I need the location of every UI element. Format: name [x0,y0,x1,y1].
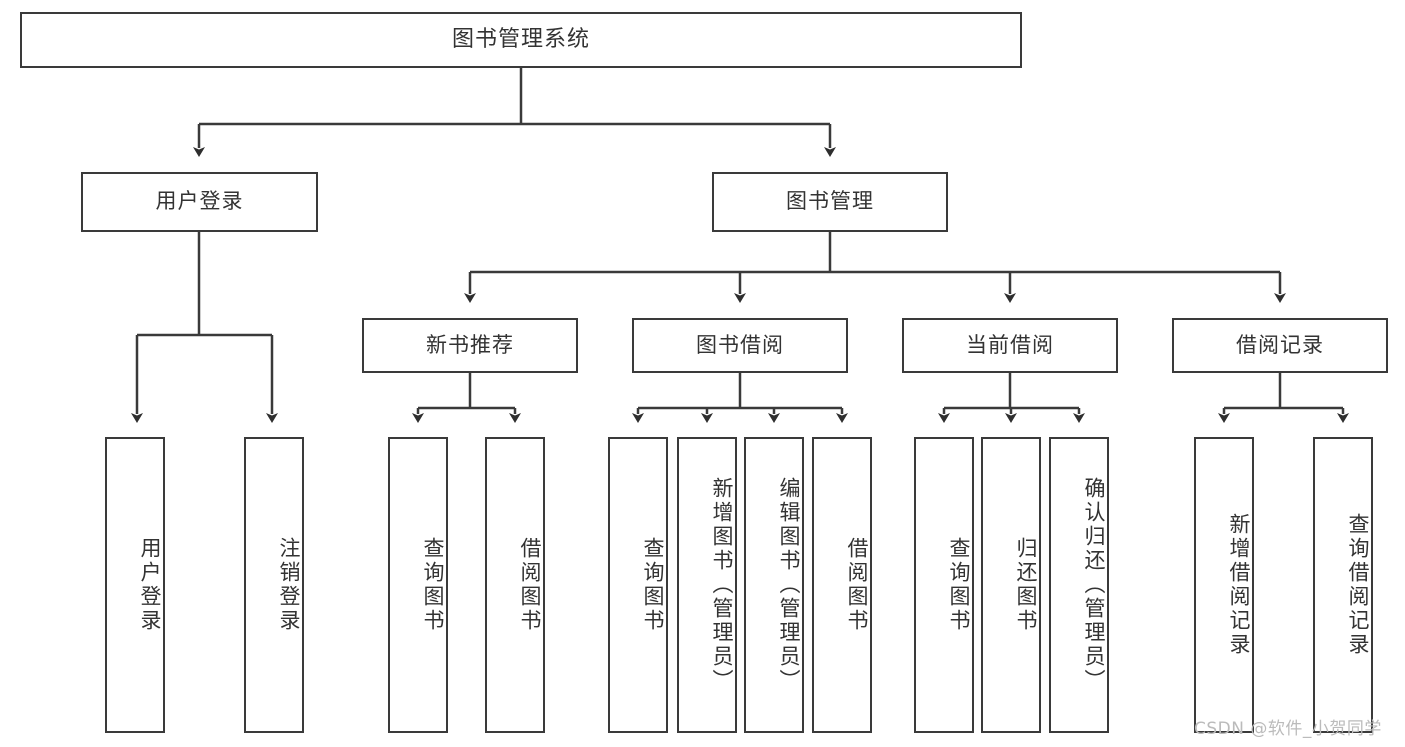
node-leaf-user-login[interactable]: 用户登录 [105,437,165,733]
node-leaf-query-book-2-label: 查询图书 [641,537,665,633]
node-leaf-borrow-book-2[interactable]: 借阅图书 [812,437,872,733]
node-leaf-edit-book[interactable]: 编辑图书（管理员） [744,437,804,733]
node-user-login-label: 用户登录 [155,189,244,214]
node-current-borrow[interactable]: 当前借阅 [902,318,1118,373]
node-leaf-query-record[interactable]: 查询借阅记录 [1313,437,1373,733]
node-root[interactable]: 图书管理系统 [20,12,1022,68]
node-leaf-logout[interactable]: 注销登录 [244,437,304,733]
node-leaf-borrow-book-1[interactable]: 借阅图书 [485,437,545,733]
node-leaf-query-book-1[interactable]: 查询图书 [388,437,448,733]
node-new-book-recommend[interactable]: 新书推荐 [362,318,578,373]
node-borrow-record-label: 借阅记录 [1236,332,1324,357]
node-leaf-return-book[interactable]: 归还图书 [981,437,1041,733]
node-leaf-query-book-1-label: 查询图书 [421,537,445,633]
node-new-book-recommend-label: 新书推荐 [426,332,514,357]
node-leaf-confirm-return[interactable]: 确认归还（管理员） [1049,437,1109,733]
node-leaf-edit-book-label: 编辑图书（管理员） [777,477,801,693]
node-leaf-add-book[interactable]: 新增图书（管理员） [677,437,737,733]
node-book-borrow[interactable]: 图书借阅 [632,318,848,373]
node-root-label: 图书管理系统 [451,26,590,52]
node-leaf-query-book-2[interactable]: 查询图书 [608,437,668,733]
node-current-borrow-label: 当前借阅 [966,332,1054,357]
node-leaf-query-record-label: 查询借阅记录 [1346,513,1370,657]
node-leaf-add-book-label: 新增图书（管理员） [710,477,734,693]
node-book-manage[interactable]: 图书管理 [712,172,948,232]
node-leaf-add-record[interactable]: 新增借阅记录 [1194,437,1254,733]
node-borrow-record[interactable]: 借阅记录 [1172,318,1388,373]
node-leaf-return-book-label: 归还图书 [1014,537,1038,633]
node-book-borrow-label: 图书借阅 [696,332,784,357]
node-leaf-borrow-book-2-label: 借阅图书 [845,537,869,633]
node-user-login[interactable]: 用户登录 [81,172,318,232]
node-leaf-query-book-3[interactable]: 查询图书 [914,437,974,733]
node-leaf-confirm-return-label: 确认归还（管理员） [1082,477,1106,693]
node-leaf-query-book-3-label: 查询图书 [947,537,971,633]
node-leaf-logout-label: 注销登录 [277,537,301,633]
node-leaf-borrow-book-1-label: 借阅图书 [518,537,542,633]
watermark: CSDN @软件_小贺同学 [1194,719,1382,739]
node-leaf-user-login-label: 用户登录 [138,537,162,633]
node-leaf-add-record-label: 新增借阅记录 [1227,513,1251,657]
node-book-manage-label: 图书管理 [786,189,874,214]
